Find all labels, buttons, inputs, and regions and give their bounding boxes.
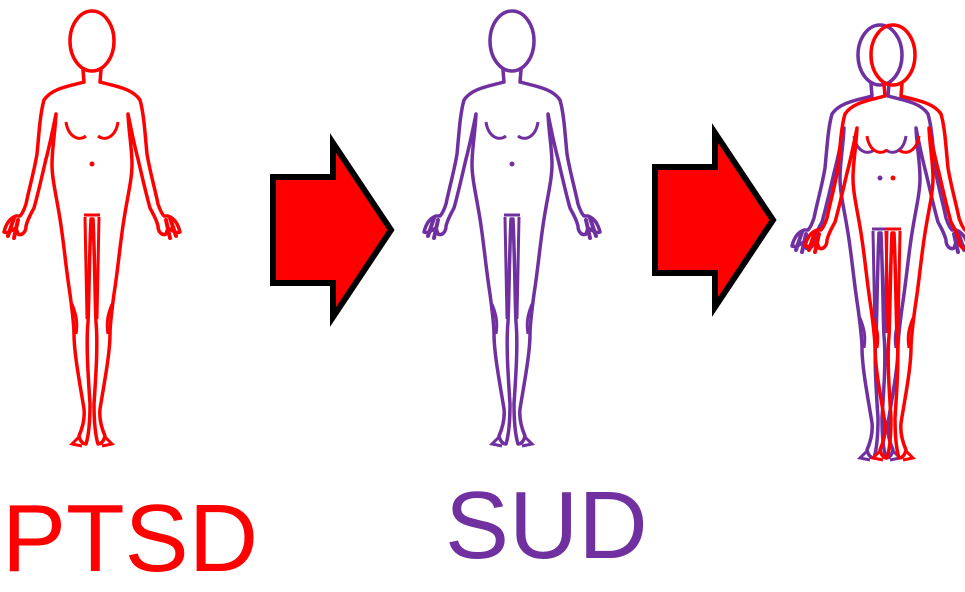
sud-figure <box>424 11 600 446</box>
arrow-right-1 <box>273 143 391 317</box>
arrow-right-2 <box>655 133 773 307</box>
overlapped-figures <box>792 25 965 460</box>
sud-label: SUD <box>445 478 648 574</box>
ptsd-figure <box>4 11 180 446</box>
diagram-canvas: PTSD SUD <box>0 0 965 577</box>
ptsd-label: PTSD <box>2 491 258 587</box>
